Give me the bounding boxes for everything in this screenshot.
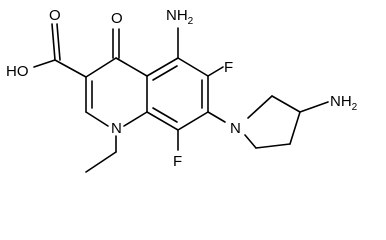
bond-c4-c4a	[115, 57, 148, 77]
label-nh2-top: NH2	[166, 7, 194, 27]
bond-c6-f	[207, 66, 224, 77]
label-nh2-right: NH2	[330, 93, 358, 113]
bond-cb-nh2	[299, 101, 329, 113]
bond-c5-c6	[177, 57, 209, 77]
bond-c8-c8a-inner	[152, 107, 178, 123]
bond-ch2-ch3	[85, 151, 117, 173]
bond-ca-cb	[271, 95, 301, 113]
bond-c4a-c5	[146, 57, 179, 77]
label-f-lower: F	[173, 153, 182, 170]
label-nh2-top-sub: 2	[188, 16, 194, 27]
bond-c-o-double-a	[51, 23, 56, 61]
label-nh2-right-main: NH	[330, 93, 352, 110]
label-nh2-top-main: NH	[166, 7, 188, 24]
bond-c4a-c5-inner	[152, 65, 178, 81]
bond-ho-c	[33, 59, 56, 68]
bond-c3-c4	[85, 57, 117, 78]
bond-npyr-ca	[247, 95, 273, 119]
label-ketone-o: O	[111, 10, 123, 27]
label-pyrrolidine-n: N	[230, 120, 241, 137]
bond-n1-c2	[85, 111, 109, 127]
bond-c8-c8a	[146, 111, 179, 131]
bond-c7-c8	[177, 111, 209, 131]
bond-c-o-double-b	[56, 23, 61, 61]
bond-cd-npyr	[244, 134, 257, 149]
bond-c7-npyr	[207, 111, 226, 123]
atom-labels: HO O O N N F F NH2 NH2	[6, 7, 358, 170]
bond-c8a-n1	[123, 111, 148, 127]
label-carboxyl-oh: HO	[6, 63, 29, 80]
bond-cb-cc	[289, 111, 301, 145]
bond-cc-cd	[255, 143, 291, 149]
label-ring-n: N	[111, 120, 122, 137]
label-carboxyl-o: O	[49, 7, 61, 24]
label-f-upper: F	[224, 59, 233, 76]
chemical-structure-diagram: HO O O N N F F NH2 NH2	[6, 7, 358, 173]
bond-c-c3	[54, 59, 87, 78]
bonds	[33, 23, 329, 173]
label-nh2-right-sub: 2	[352, 102, 358, 113]
